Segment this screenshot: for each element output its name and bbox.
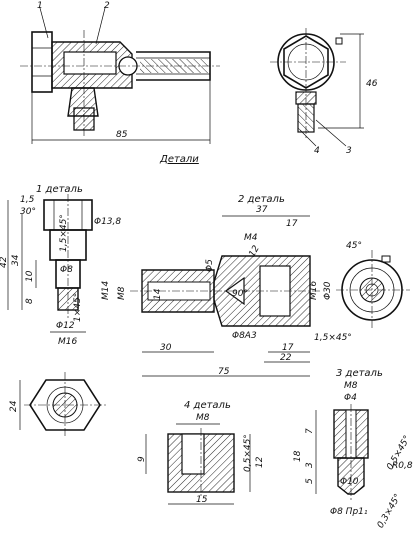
part2-dim-m4: M4 — [244, 233, 258, 243]
part3-dim-phi8: Φ8 Пр1₁ — [330, 507, 368, 517]
part2-dim-14: 14 — [153, 288, 163, 300]
part2-dim-90: 90° — [232, 289, 248, 299]
part2-dim-phi8a3: Φ8A3 — [232, 331, 257, 341]
part3-dim-phi4: Φ4 — [344, 393, 357, 403]
part1-dim-phi8: Φ8 — [60, 265, 73, 275]
part3-dim-3: 3 — [305, 462, 315, 468]
part2-dim-45: 45° — [346, 241, 362, 251]
part2-dim-phi5: Φ5 — [205, 259, 215, 272]
part1-dim-24: 24 — [9, 400, 19, 412]
part1-title: 1 деталь — [36, 184, 83, 195]
part3-title: 3 деталь — [336, 368, 383, 379]
part1-dim-chamfer-top: 1,5 — [20, 195, 35, 205]
part4-dim-m8: M8 — [196, 413, 210, 423]
part1-view: 1 деталь 1,5 30° Φ13,8 42 34 10 8 Φ8 Φ12… — [0, 184, 121, 438]
part3-dim-18: 18 — [293, 450, 303, 462]
callout-3: 3 — [346, 146, 352, 156]
part4-dim-15: 15 — [196, 495, 208, 505]
part1-dim-chamfer-b: 1×45° — [73, 293, 83, 322]
part4-dim-12: 12 — [255, 456, 265, 468]
assembly-nut — [31, 31, 53, 93]
part4-dim-9: 9 — [137, 456, 147, 462]
part2-view: 2 деталь 37 M4 17 Φ5 12 90° M14 M8 14 M1… — [101, 194, 410, 377]
assembly-view: 1 2 85 Детали — [20, 1, 220, 165]
callout-1: 1 — [37, 1, 43, 11]
part3-dim-phi10: Φ10 — [340, 477, 359, 487]
part2-dim-chamfer: 1,5×45° — [314, 333, 352, 343]
assembly-label: Детали — [159, 154, 199, 165]
part2-dim-37: 37 — [256, 205, 268, 215]
dim-height-46: 46 — [366, 79, 378, 89]
part1-dim-34: 34 — [11, 254, 21, 266]
part1-dim-phi12: Φ12 — [56, 321, 75, 331]
part3-dim-5: 5 — [305, 478, 315, 484]
part2-dim-30: 30 — [160, 343, 172, 353]
part4-title: 4 деталь — [184, 400, 231, 411]
assembly-end-view: 46 4 3 — [270, 28, 378, 156]
part2-dim-m16: M16 — [309, 281, 319, 300]
part1-dim-chamfer-a: 1,5×45° — [59, 214, 69, 252]
part3-dim-m8: M8 — [344, 381, 358, 391]
part1-dim-angle-top: 30° — [20, 207, 36, 217]
part3-view: 3 деталь M8 Φ4 7 18 3 5 0,5×45° R0,8 Φ10… — [293, 368, 413, 530]
part1-dim-10: 10 — [25, 270, 35, 282]
part3-dim-chamfer-bot: 0,3×45° — [376, 492, 404, 530]
part3-dim-7: 7 — [305, 428, 315, 434]
part4-view: 4 деталь M8 9 0,5×45° 12 15 — [137, 400, 265, 505]
part1-dim-8: 8 — [25, 298, 35, 304]
part2-dim-75: 75 — [218, 367, 230, 377]
callout-2: 2 — [104, 1, 110, 11]
callout-4: 4 — [314, 146, 320, 156]
part4-dim-chamfer: 0,5×45° — [243, 434, 253, 472]
part2-dim-m8: M8 — [117, 286, 127, 300]
part2-dim-m14: M14 — [101, 281, 111, 300]
part2-dim-phi30: Φ30 — [323, 281, 333, 300]
part3-dim-r08: R0,8 — [392, 461, 413, 471]
dim-length-85: 85 — [116, 130, 128, 140]
part2-dim-22: 22 — [280, 353, 292, 363]
part1-dim-m16: M16 — [58, 337, 77, 347]
part2-dim-17-top: 17 — [286, 219, 298, 229]
part2-dim-17-bot: 17 — [282, 343, 294, 353]
part2-title: 2 деталь — [238, 194, 285, 205]
part1-dim-d138: Φ13,8 — [94, 217, 121, 227]
part1-dim-42: 42 — [0, 256, 9, 268]
